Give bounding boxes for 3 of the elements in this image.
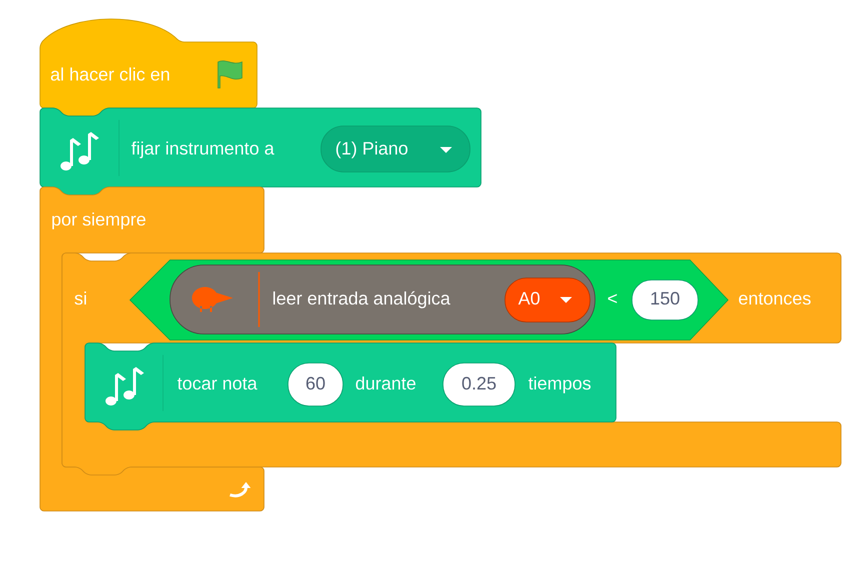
number-input: 60 bbox=[288, 362, 344, 406]
hat-block: al hacer clic en bbox=[40, 18, 258, 116]
instrument-dropdown: (1) Piano bbox=[320, 126, 470, 172]
